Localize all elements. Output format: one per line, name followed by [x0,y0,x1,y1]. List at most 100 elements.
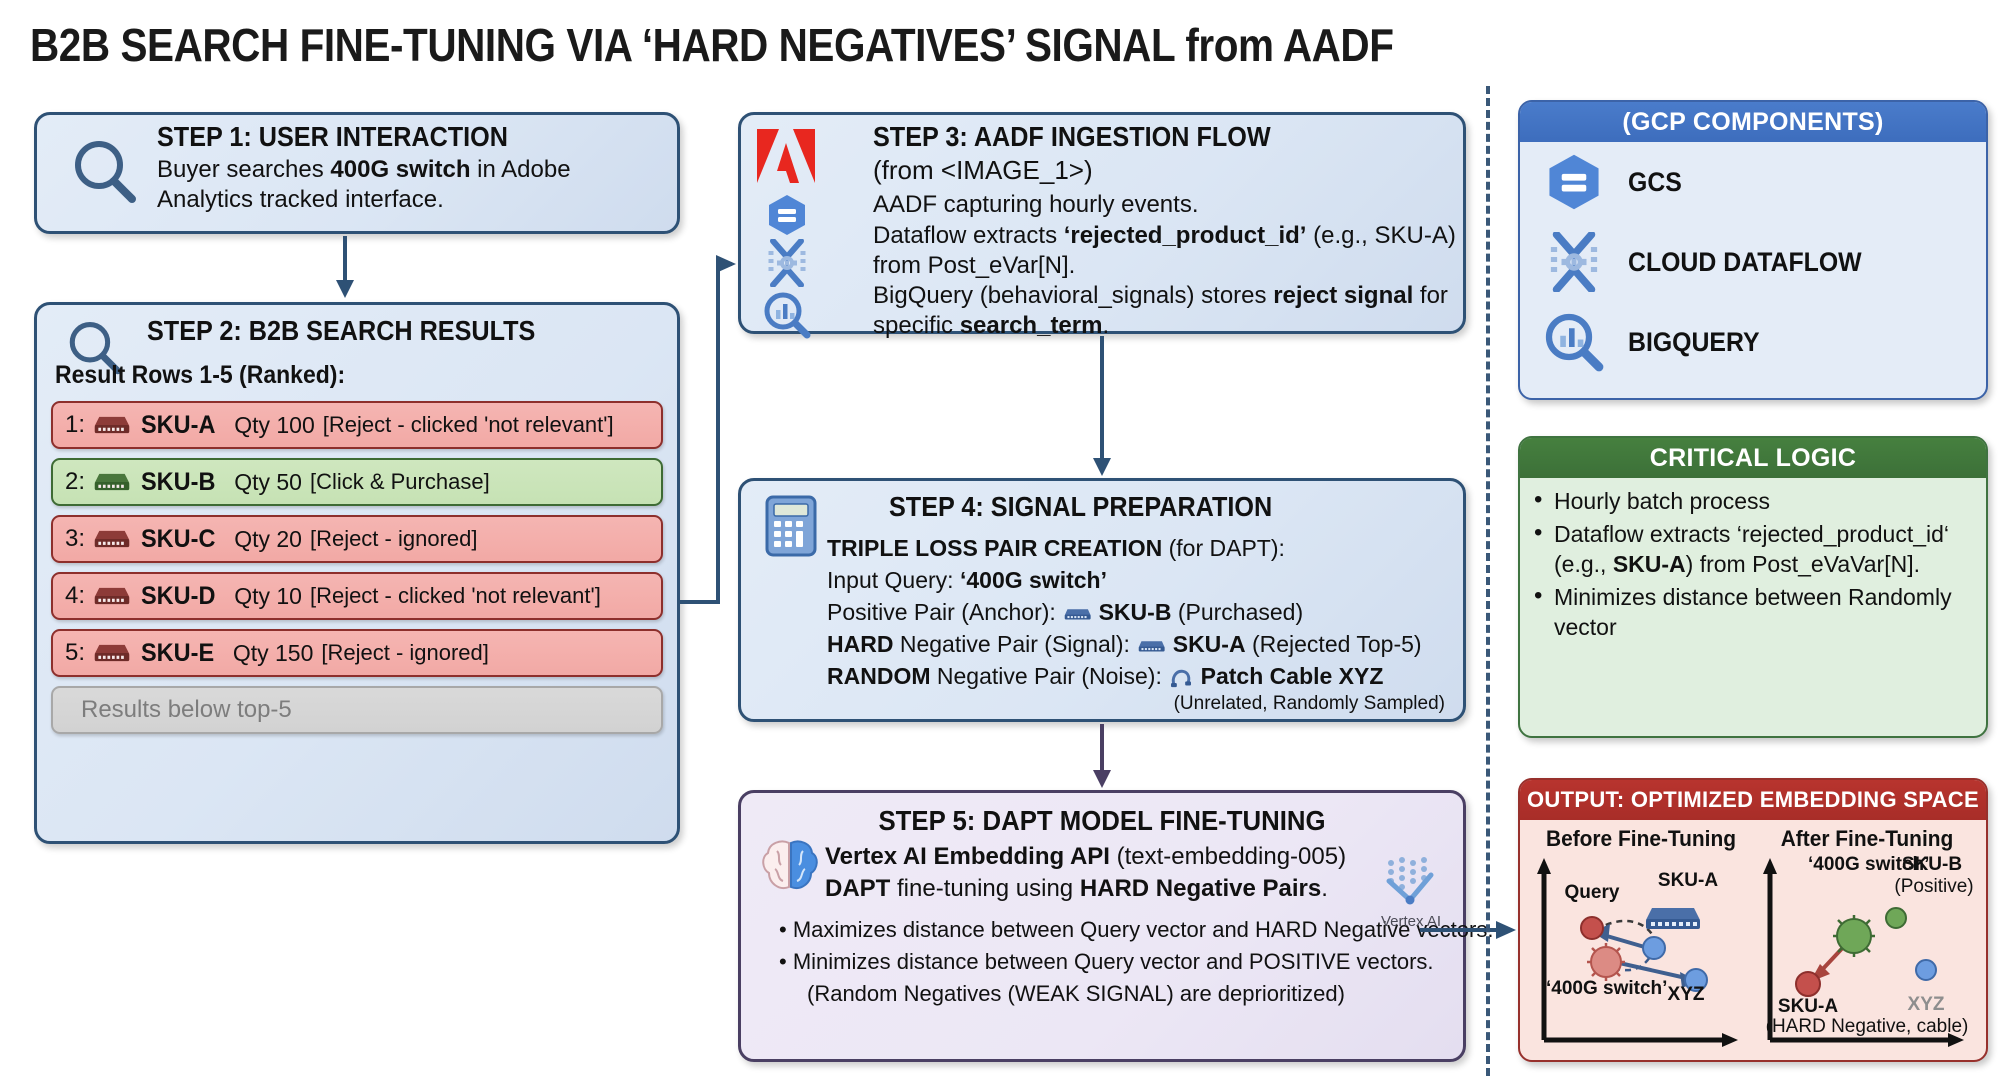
result-row-sku: SKU-A [141,410,216,439]
step5-line1: Vertex AI Embedding API (text-embedding-… [825,843,1346,871]
vertex-ai-label: Vertex AI [1380,913,1442,930]
result-row-sku: SKU-C [141,524,216,553]
output-panel-title: OUTPUT: OPTIMIZED EMBEDDING SPACE [1520,780,1986,820]
after-plot-svg [1763,858,1964,1047]
step3-title: STEP 3: AADF INGESTION FLOW [873,121,1271,152]
result-row-status: [Reject - ignored] [309,526,478,551]
result-row-qty: Qty 10 [234,582,302,609]
arrow-step2-step3 [680,255,736,604]
before-fine-tuning-plot: Before Fine-Tuning [1530,826,1752,1054]
gcp-item-label: GCS [1628,166,1682,197]
switch-icon [94,587,130,605]
step4-input-value: ‘400G switch’ [959,567,1107,593]
step5-line2-a: DAPT [825,875,891,902]
step2-card: STEP 2: B2B SEARCH RESULTS Result Rows 1… [34,302,680,844]
result-row[interactable]: 4: SKU-D Qty 10 [Reject - clicked 'not rele… [51,572,663,620]
step4-hard-sku: SKU-A [1172,631,1246,657]
result-row-qty: Qty 20 [234,525,302,552]
gcp-item-label: BIGQUERY [1628,326,1760,357]
critical-logic-panel: CRITICAL LOGIC Hourly batch process Data… [1518,436,1988,738]
step1-card: STEP 1: USER INTERACTION Buyer searches … [34,112,680,234]
step4-heading: TRIPLE LOSS PAIR CREATION (for DAPT): [827,535,1285,562]
result-row-sku: SKU-D [141,581,216,610]
step5-line1-rest: (text-embedding-005) [1109,843,1347,870]
step3-line3: BigQuery (behavioral_signals) stores rej… [873,281,1459,341]
brain-icon [762,840,818,889]
vertex-ai-icon [1386,857,1434,905]
switch-icon [1139,641,1165,652]
critical-logic-title: CRITICAL LOGIC [1520,438,1986,478]
patch-cable-icon [1171,669,1192,688]
magnifier-icon [75,141,136,203]
result-row-rank: 2: [65,468,86,495]
step5-line2-b: fine-tuning using [890,875,1080,902]
step5-line1-bold: Vertex AI Embedding API [825,843,1110,870]
after-label-xyz: XYZ [1907,994,1945,1015]
gcs-hexagon-icon [1549,154,1599,210]
switch-icon [94,644,130,662]
adobe-logo-icon [757,129,815,183]
result-row-sku: SKU-B [141,467,216,496]
step4-random-pair: RANDOM Negative Pair (Noise): Patch Cabl… [827,663,1383,690]
step5-line2-c: HARD Negative Pairs [1079,875,1322,902]
step4-input-label: Input Query: [827,567,960,593]
step3-line3-c: for specific [873,282,1448,339]
arrow-step4-step5 [1093,724,1111,788]
cloud-dataflow-icon [768,239,806,287]
critical-bullet: Hourly batch process [1534,485,1974,516]
critical-bullet: Dataflow extracts ‘rejected_product_id‘ … [1534,518,1974,579]
vertical-divider [1486,86,1490,1076]
critical-bullet: Minimizes distance between Randomly vect… [1534,581,1974,642]
result-row-rank: 5: [65,639,86,666]
after-label-sku-b-note: (Positive) [1894,876,1974,897]
step3-card: STEP 3: AADF INGESTION FLOW (from <IMAGE… [738,112,1466,339]
step4-hard-rest: Negative Pair (Signal): [893,631,1137,657]
result-row-qty: Qty 150 [232,639,314,666]
result-row-status: [Reject - clicked 'not relevant'] [309,583,601,608]
result-row-rank: 4: [65,582,86,609]
step3-line1: AADF capturing hourly events. [873,191,1199,218]
step4-heading-rest: (for DAPT): [1162,535,1285,561]
step5-line2: DAPT fine-tuning using HARD Negative Pai… [825,875,1328,903]
gcp-item-gcs: GCS [1520,142,1986,222]
before-plot-title: Before Fine-Tuning [1545,826,1737,851]
critical-bullet-sku: SKU-A [1612,551,1686,577]
step4-random-note: (Unrelated, Randomly Sampled) [1173,693,1445,714]
step4-positive-pair: Positive Pair (Anchor): SKU-B (Purchased… [827,599,1303,626]
step4-positive-label: Positive Pair (Anchor): [827,599,1063,625]
step5-bullet2: • Minimizes distance between Query vecto… [779,949,1434,974]
vertex-ai-badge: Vertex AI [1371,855,1451,930]
result-row-qty: Qty 100 [234,411,315,438]
after-fine-tuning-plot: After Fine-Tuning ‘400G switch’ SK [1756,826,1978,1054]
step3-line3-d: search_term [959,312,1103,339]
magnifier-icon [69,322,122,375]
step1-query-term: 400G switch [330,156,471,183]
step5-title: STEP 5: DAPT MODEL FINE-TUNING [878,805,1326,836]
cloud-dataflow-icon [1550,232,1598,292]
critical-logic-list: Hourly batch process Dataflow extracts ‘… [1520,485,1986,642]
before-label-query: Query [1564,882,1620,903]
output-embedding-panel: OUTPUT: OPTIMIZED EMBEDDING SPACE Before… [1518,778,1988,1062]
result-row-rank: 3: [65,525,86,552]
switch-icon [1646,908,1700,929]
step3-subtitle: (from <IMAGE_1>) [873,155,1093,185]
step1-title: STEP 1: USER INTERACTION [157,121,508,152]
calculator-icon [765,495,817,557]
before-plot-svg [1537,858,1738,1047]
bigquery-icon [764,292,811,339]
switch-icon [94,416,130,434]
results-below-top5-row[interactable]: Results below top-5 [51,686,663,734]
step3-line2-field: ‘rejected_product_id’ [1063,222,1307,249]
result-row[interactable]: 3: SKU-C Qty 20 [Reject - ignored] [51,515,663,563]
page-title: B2B SEARCH FINE-TUNING VIA ‘HARD NEGATIV… [30,19,1394,71]
step4-random-item: Patch Cable XYZ [1200,663,1384,689]
gcp-components-panel: (GCP COMPONENTS) GCS CLOUD DATAFLOW BIGQ… [1518,100,1988,400]
step3-line3-e: . [1102,312,1110,339]
step3-line2: Dataflow extracts ‘rejected_product_id’ … [873,221,1459,281]
step4-hard-bold: HARD [827,631,894,657]
step2-subtitle: Result Rows 1-5 (Ranked): [55,361,346,389]
